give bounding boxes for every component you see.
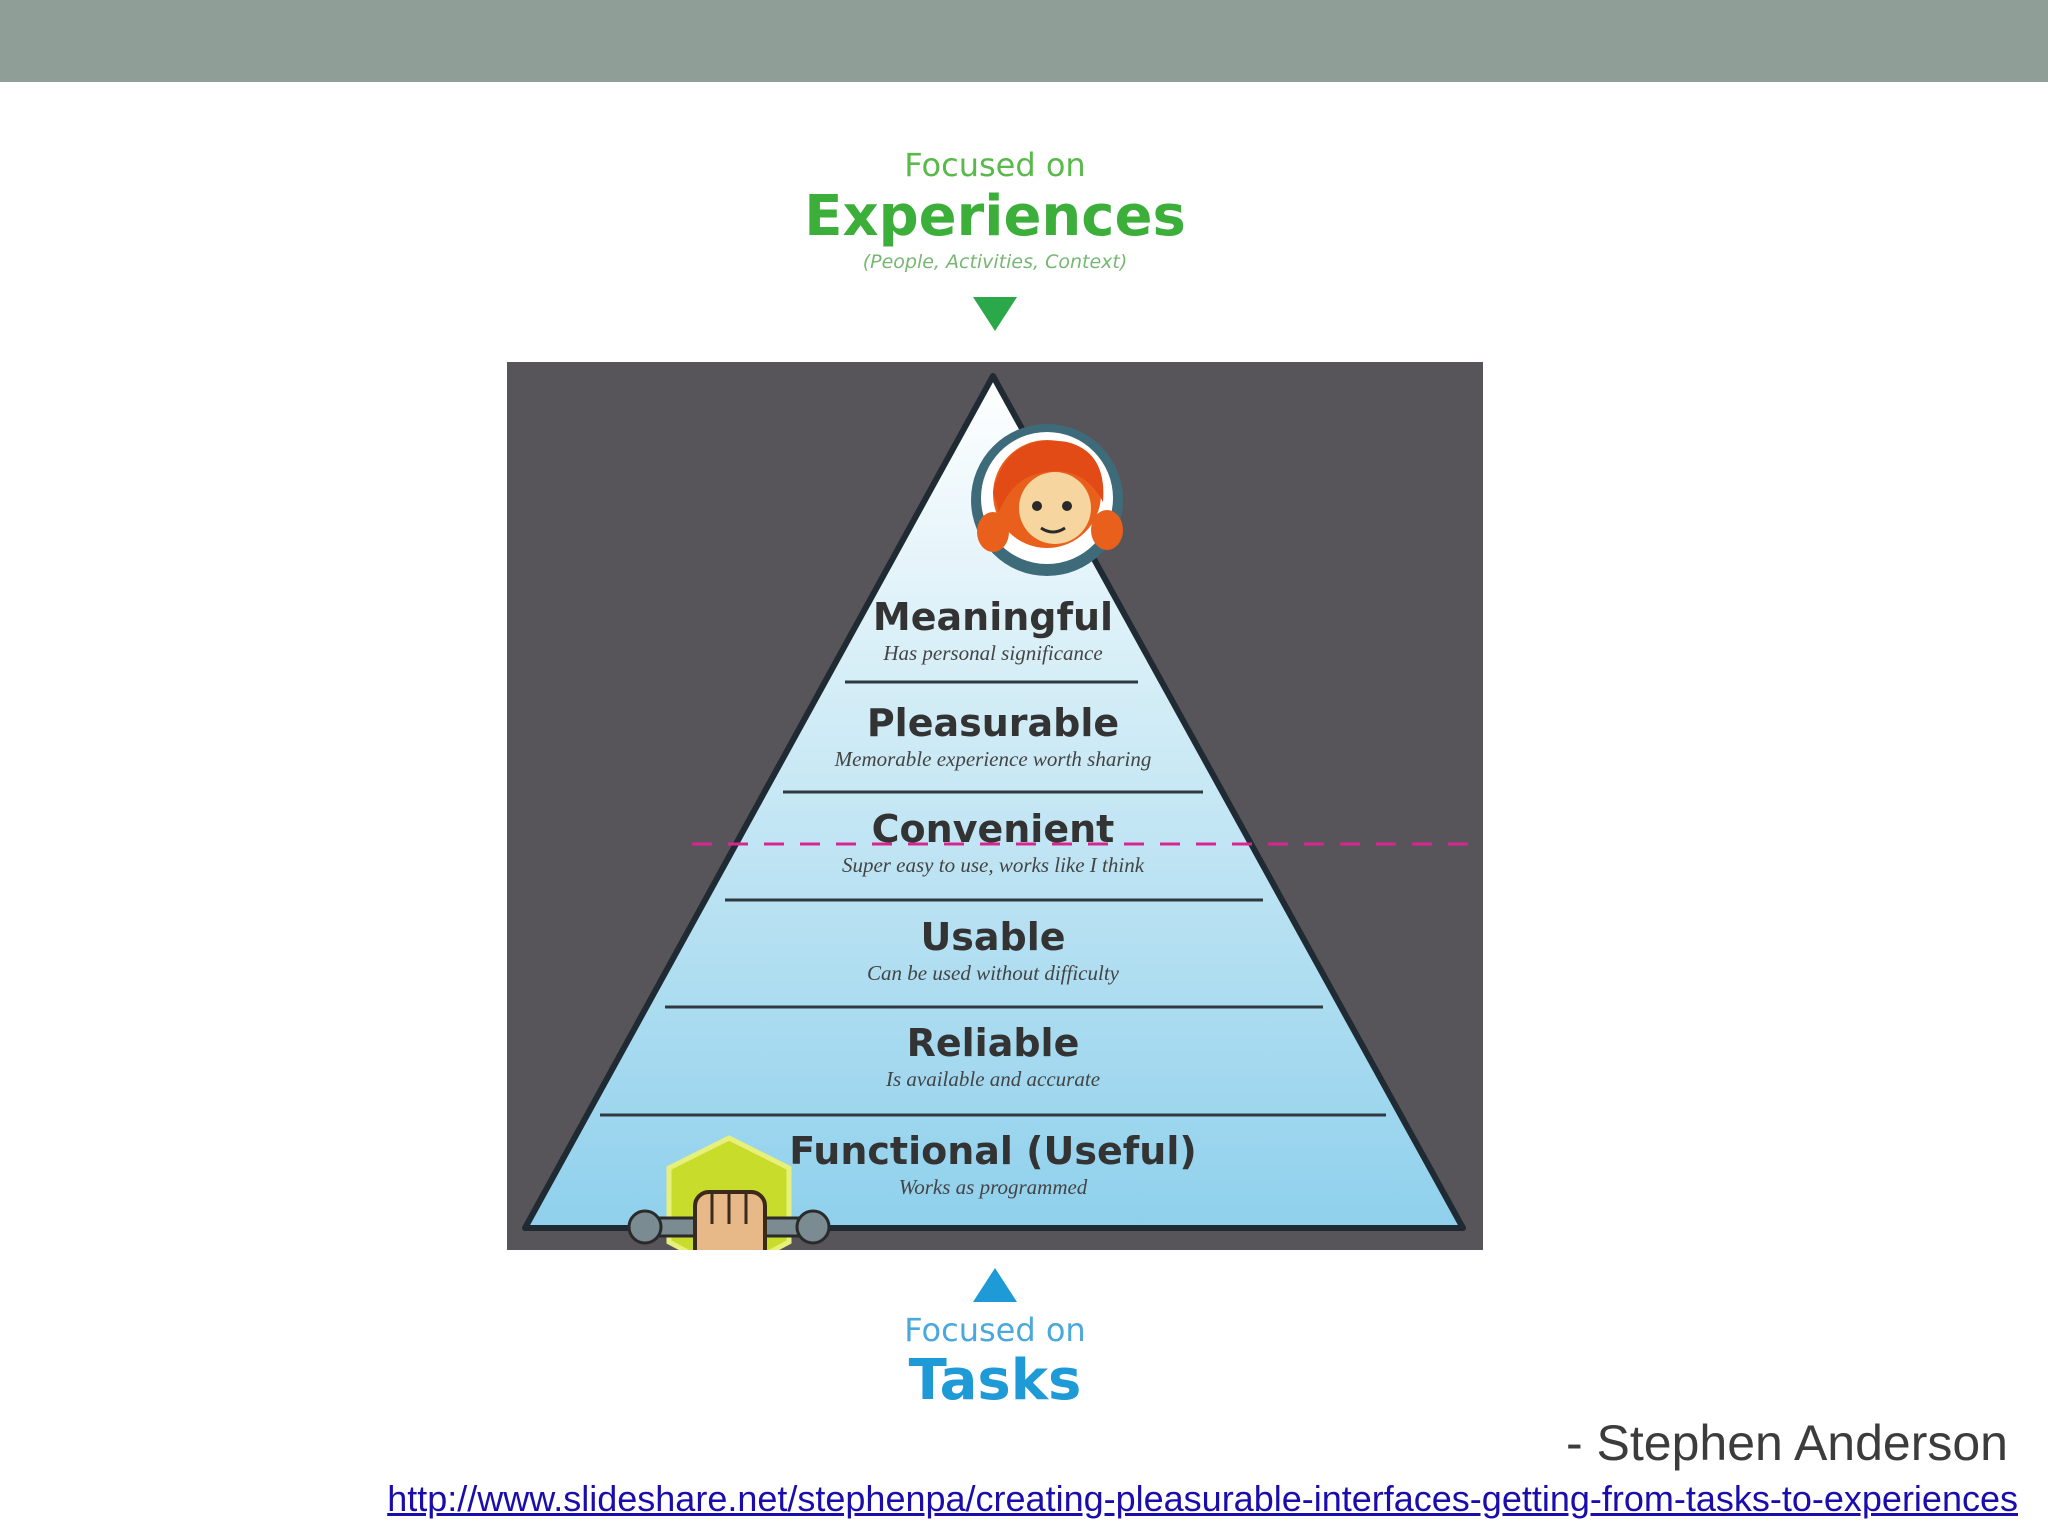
level-reliable: Reliable Is available and accurate	[643, 1020, 1343, 1092]
pyramid-shape	[522, 373, 1466, 1231]
tasks-title: Tasks	[908, 1348, 1082, 1413]
level-title: Pleasurable	[866, 701, 1120, 745]
author-attribution: - Stephen Anderson	[1566, 1415, 2008, 1471]
girl-face-icon	[971, 424, 1123, 576]
level-functional: Functional (Useful) Works as programmed	[643, 1128, 1343, 1200]
level-title: Usable	[920, 915, 1066, 959]
experiences-title: Experiences	[804, 184, 1186, 249]
level-meaningful: Meaningful Has personal significance	[643, 594, 1343, 666]
experiences-subtitle: (People, Activities, Context)	[862, 251, 1128, 273]
pyramid-panel: Meaningful Has personal significance Ple…	[507, 362, 1483, 1250]
level-usable: Usable Can be used without difficulty	[643, 914, 1343, 986]
tasks-heading: Focused on Tasks	[845, 1310, 1145, 1412]
level-title: Convenient	[871, 807, 1115, 851]
level-title: Meaningful	[872, 595, 1114, 639]
level-title: Reliable	[906, 1021, 1080, 1065]
level-description: Works as programmed	[898, 1175, 1088, 1199]
level-description: Is available and accurate	[885, 1067, 1101, 1091]
experiences-heading: Focused on Experiences (People, Activiti…	[795, 145, 1195, 275]
arrow-down-icon	[973, 297, 1017, 331]
header-bar	[0, 0, 2048, 82]
pyramid-diagram	[522, 373, 1483, 1250]
arrow-up-icon	[973, 1268, 1017, 1302]
level-description: Memorable experience worth sharing	[834, 747, 1152, 771]
tasks-pre-label: Focused on	[904, 1311, 1086, 1349]
fist-wrench-icon	[627, 1135, 831, 1250]
level-description: Super easy to use, works like I think	[841, 853, 1145, 877]
level-convenient: Convenient Super easy to use, works like…	[643, 806, 1343, 878]
experiences-pre-label: Focused on	[904, 146, 1086, 184]
level-title: Functional (Useful)	[789, 1129, 1197, 1173]
level-description: Can be used without difficulty	[867, 961, 1119, 985]
source-link[interactable]: http://www.slideshare.net/stephenpa/crea…	[387, 1478, 2018, 1519]
level-pleasurable: Pleasurable Memorable experience worth s…	[643, 700, 1343, 772]
level-description: Has personal significance	[883, 641, 1103, 665]
